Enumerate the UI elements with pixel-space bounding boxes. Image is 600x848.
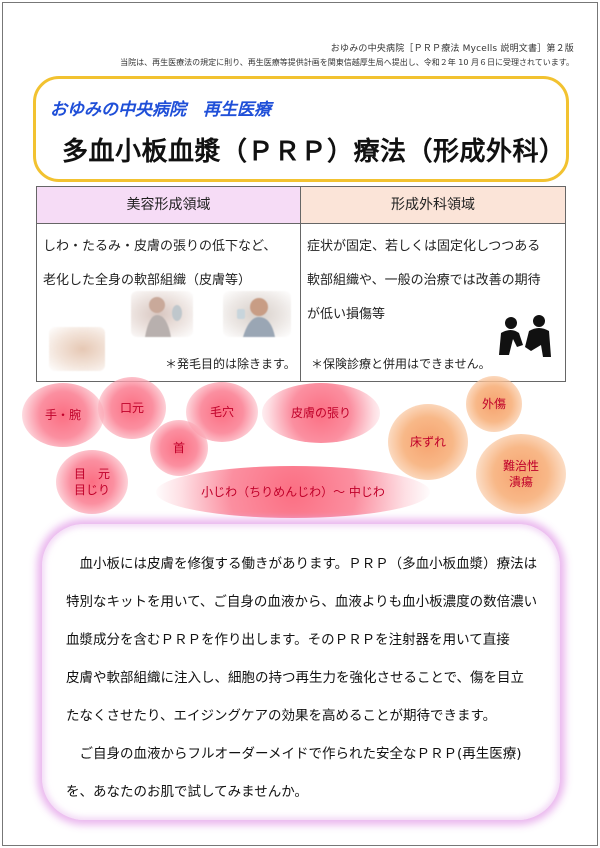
document-header-notice: 当院は、再生医療法の規定に則り、再生医療等提供計画を関東信越厚生局へ提出し、令和… — [120, 58, 574, 67]
area-bubble-neck: 首 — [150, 420, 208, 476]
area-bubble-ulcer: 難治性潰瘍 — [476, 434, 566, 514]
title-box: おゆみの中央病院 再生医療 多血小板血漿（ＰＲＰ）療法（形成外科） — [33, 76, 569, 182]
area-label: 外傷 — [481, 396, 506, 411]
area-bubble-eyes: 目 元目じり — [56, 450, 128, 514]
treatment-area-table: 美容形成領域 しわ・たるみ・皮膚の張りの低下など、 老化した全身の軟部組織（皮膚… — [36, 186, 566, 382]
area-label: 手・腕 — [44, 407, 81, 422]
description-box: 血小板には皮膚を修復する働きがあります。ＰＲＰ（多血小板血漿）療法は 特別なキッ… — [42, 524, 560, 820]
area-label: 目じり — [73, 483, 110, 497]
description-line: たなくさせたり、エイジングケアの効果を高めることが期待できます。 — [66, 708, 497, 724]
description-line: を、あなたのお肌で試してみませんか。 — [66, 784, 308, 800]
area-label: 目 元 — [73, 466, 110, 481]
area-bubble-firmness: 皮膚の張り — [262, 383, 380, 443]
description-line: 血漿成分を含むＰＲＰを作り出します。そのＰＲＰを注射器を用いて直接 — [66, 632, 510, 648]
description-line: 皮膚や軟部組織に注入し、細胞の持つ再生力を強化させることで、傷を目立 — [66, 670, 525, 686]
description-line: 血小板には皮膚を修復する働きがあります。ＰＲＰ（多血小板血漿）療法は — [66, 556, 538, 572]
area-bubble-hand: 手・腕 — [22, 383, 104, 447]
plastic-surgery-heading: 形成外科領域 — [301, 187, 565, 224]
area-bubble-bedsore: 床ずれ — [388, 404, 468, 480]
plastic-surgery-column: 形成外科領域 症状が固定、若しくは固定化しつつある 軟部組織や、一般の治療では改… — [301, 187, 565, 381]
area-bubble-injury: 外傷 — [466, 376, 522, 432]
area-bubble-wrinkles: 小じわ（ちりめんじわ）～ 中じわ — [156, 466, 430, 518]
area-label: 小じわ（ちりめんじわ）～ 中じわ — [201, 484, 385, 499]
woman-cream-photo — [223, 291, 291, 337]
cosmetic-column: 美容形成領域 しわ・たるみ・皮膚の張りの低下など、 老化した全身の軟部組織（皮膚… — [37, 187, 301, 381]
cosmetic-note: ＊発毛目的は除きます。 — [165, 357, 296, 371]
cosmetic-text-line: 老化した全身の軟部組織（皮膚等） — [43, 273, 252, 288]
hand-photo — [49, 327, 105, 371]
description-line: 特別なキットを用いて、ご自身の血液から、血液よりも血小板濃度の数倍濃い — [66, 594, 538, 610]
cosmetic-heading: 美容形成領域 — [37, 187, 300, 224]
cosmetic-text-line: しわ・たるみ・皮膚の張りの低下など、 — [43, 239, 277, 254]
area-label: 床ずれ — [409, 434, 446, 449]
area-bubble-mouth: 口元 — [98, 377, 166, 439]
plastic-surgery-text-line: 軟部組織や、一般の治療では改善の期待 — [307, 273, 541, 288]
plastic-surgery-note: ＊保険診療と併用はできません。 — [311, 357, 491, 371]
area-label: 潰瘍 — [508, 475, 533, 489]
plastic-surgery-text-line: が低い損傷等 — [307, 307, 386, 322]
woman-mirror-photo — [131, 291, 193, 337]
document-header-title: おゆみの中央病院［ＰＲＰ療法 Mycells 説明文書］第２版 — [330, 44, 574, 54]
area-label: 口元 — [119, 400, 144, 415]
plastic-surgery-text-line: 症状が固定、若しくは固定化しつつある — [307, 239, 541, 254]
patient-care-icon — [499, 315, 551, 357]
area-label: 毛穴 — [209, 404, 234, 419]
area-label: 難治性 — [502, 458, 539, 473]
area-label: 皮膚の張り — [290, 405, 351, 420]
area-label: 首 — [172, 440, 185, 455]
hospital-name: おゆみの中央病院 再生医療 — [50, 100, 271, 120]
description-line: ご自身の血液からフルオーダーメイドで作られた安全なＰＲＰ(再生医療) — [66, 746, 522, 762]
page-title: 多血小板血漿（ＰＲＰ）療法（形成外科） — [62, 137, 566, 167]
